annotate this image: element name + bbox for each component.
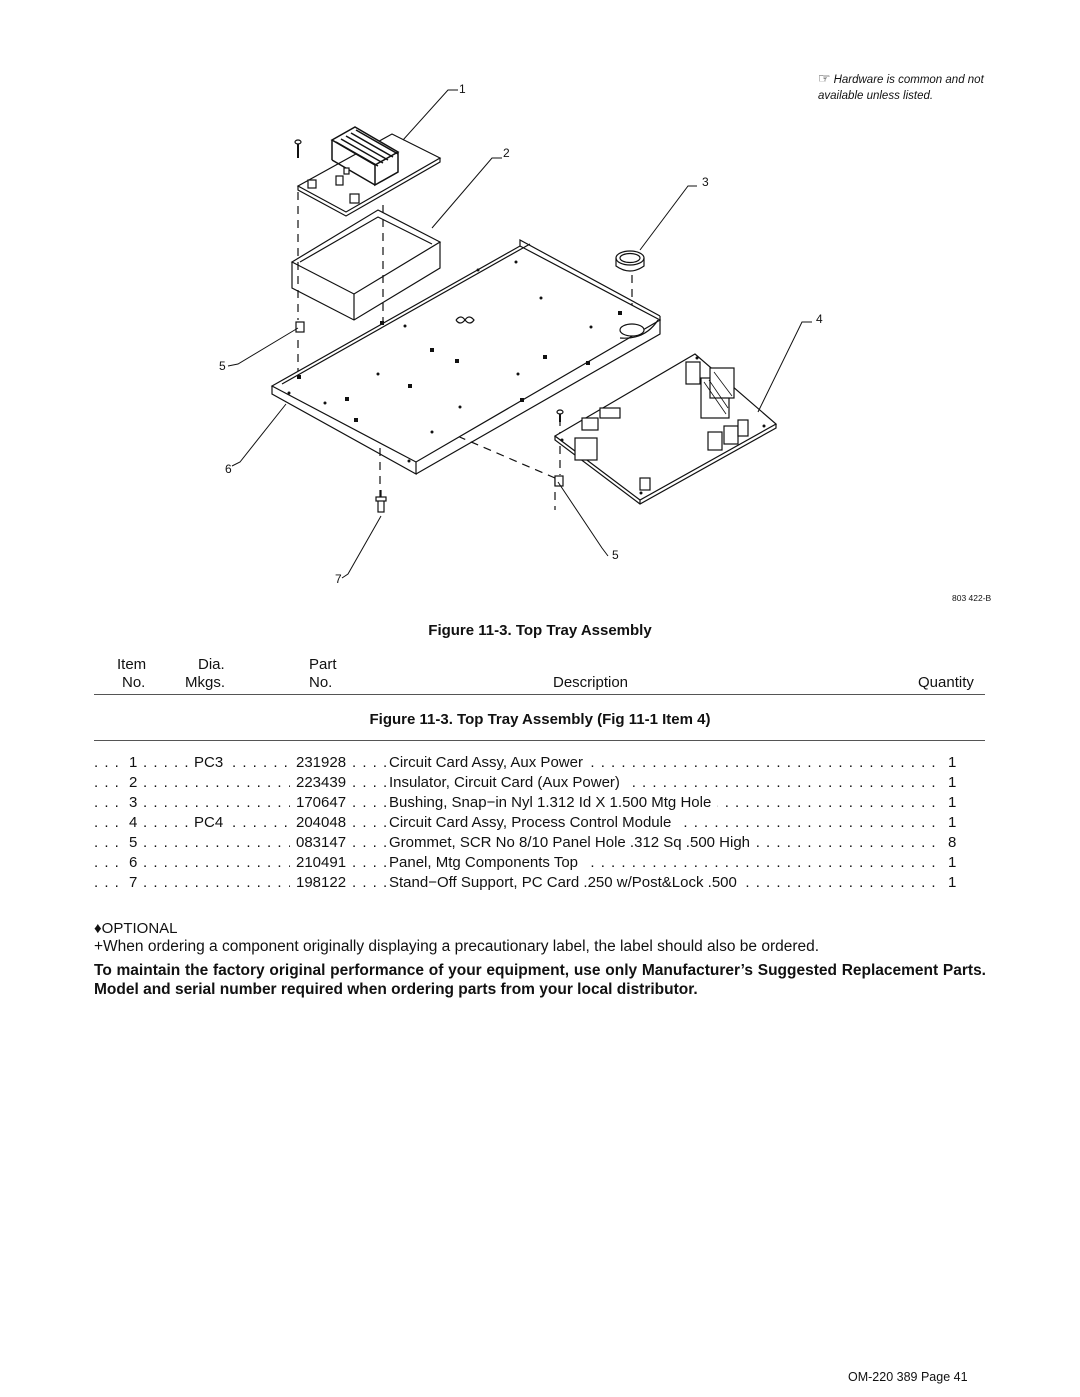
quantity: 1 <box>948 794 957 811</box>
table-row: . . . . . . . . . . . . . . . . . . . . … <box>94 833 986 853</box>
page-footer: OM-220 389 Page 41 <box>848 1370 968 1384</box>
header-rule <box>94 694 985 695</box>
description: Insulator, Circuit Card (Aux Power) <box>389 773 626 793</box>
item-number: 4 <box>129 814 138 831</box>
header-quantity: Quantity <box>918 674 974 691</box>
callout-6: 6 <box>225 462 232 476</box>
leader-dots: . . . . . . . . . . . . . . . . . . . . … <box>352 814 386 831</box>
leader-dots: . . . . . . . . . . . . . . . . . . . . … <box>352 794 386 811</box>
table-row: . . . . . . . . . . . . . . . . . . . . … <box>94 853 986 873</box>
leader-dots: . . . . . . . . . . . . . . . . . . . . … <box>94 814 126 831</box>
callout-5-right: 5 <box>612 548 619 562</box>
table-row: . . . . . . . . . . . . . . . . . . . . … <box>94 793 986 813</box>
part-number: 210491 <box>296 854 347 871</box>
description: Grommet, SCR No 8/10 Panel Hole .312 Sq … <box>389 833 757 853</box>
callout-5-left: 5 <box>219 359 226 373</box>
part-number: 198122 <box>296 874 347 891</box>
quantity: 1 <box>948 854 957 871</box>
description: Circuit Card Assy, Aux Power <box>389 753 589 773</box>
leader-dots: . . . . . . . . . . . . . . . . . . . . … <box>94 834 126 851</box>
part-number: 083147 <box>296 834 347 851</box>
leader-dots: . . . . . . . . . . . . . . . . . . . . … <box>143 854 290 871</box>
standoff-drawing <box>375 490 387 513</box>
leader-dots: . . . . . . . . . . . . . . . . . . . . … <box>143 794 290 811</box>
exploded-view-drawing <box>227 89 812 579</box>
bushing-drawing <box>615 250 645 272</box>
tray-panel-drawing <box>270 238 662 476</box>
circuit-card-process-control-drawing <box>553 353 778 505</box>
drawing-number: 803 422-B <box>952 593 992 603</box>
maintain-note: To maintain the factory original perform… <box>94 962 986 998</box>
callout-4: 4 <box>816 312 823 326</box>
item-number: 1 <box>129 754 138 771</box>
label-note: +When ordering a component originally di… <box>94 938 820 955</box>
pointing-hand-icon: ☞ <box>818 70 831 86</box>
figure-title: Figure 11-3. Top Tray Assembly <box>428 622 652 639</box>
table-row: . . . . . . . . . . . . . . . . . . . . … <box>94 753 986 773</box>
callout-3: 3 <box>702 175 709 189</box>
item-number: 5 <box>129 834 138 851</box>
leader-dots: . . . . . . . . . . . . . . . . . . . . … <box>143 754 191 771</box>
item-number: 3 <box>129 794 138 811</box>
description: Stand−Off Support, PC Card .250 w/Post&L… <box>389 873 743 893</box>
table-row: . . . . . . . . . . . . . . . . . . . . … <box>94 873 986 893</box>
header-dia: Dia. Mkgs. <box>185 656 226 691</box>
table-row: . . . . . . . . . . . . . . . . . . . . … <box>94 773 986 793</box>
part-number: 231928 <box>296 754 347 771</box>
leader-dots: . . . . . . . . . . . . . . . . . . . . … <box>352 874 386 891</box>
leader-dots: . . . . . . . . . . . . . . . . . . . . … <box>143 774 290 791</box>
hardware-note: ☞Hardware is common and not available un… <box>818 70 1018 104</box>
dia-marking: PC4 <box>194 814 224 831</box>
leader-dots: . . . . . . . . . . . . . . . . . . . . … <box>232 814 290 831</box>
hardware-note-text: Hardware is common and not available unl… <box>818 74 984 102</box>
leader-dots: . . . . . . . . . . . . . . . . . . . . … <box>143 834 290 851</box>
quantity: 1 <box>948 814 957 831</box>
leader-dots: . . . . . . . . . . . . . . . . . . . . … <box>94 754 126 771</box>
table-row: . . . . . . . . . . . . . . . . . . . . … <box>94 813 986 833</box>
callout-2: 2 <box>503 146 510 160</box>
leader-dots: . . . . . . . . . . . . . . . . . . . . … <box>352 834 386 851</box>
leader-dots: . . . . . . . . . . . . . . . . . . . . … <box>94 854 126 871</box>
optional-label: ♦OPTIONAL <box>94 920 178 937</box>
header-description: Description <box>553 674 629 691</box>
description: Circuit Card Assy, Process Control Modul… <box>389 813 678 833</box>
quantity: 1 <box>948 754 957 771</box>
leader-dots: . . . . . . . . . . . . . . . . . . . . … <box>232 754 290 771</box>
leader-dots: . . . . . . . . . . . . . . . . . . . . … <box>143 874 290 891</box>
callout-7: 7 <box>335 572 342 586</box>
part-number: 204048 <box>296 814 347 831</box>
quantity: 1 <box>948 774 957 791</box>
callout-leaders <box>227 89 812 579</box>
item-number: 7 <box>129 874 138 891</box>
description: Panel, Mtg Components Top <box>389 853 585 873</box>
insulator-drawing <box>290 209 442 321</box>
part-number: 170647 <box>296 794 347 811</box>
item-number: 6 <box>129 854 138 871</box>
quantity: 1 <box>948 874 957 891</box>
description: Bushing, Snap−in Nyl 1.312 Id X 1.500 Mt… <box>389 793 718 813</box>
header-part: Part No. <box>309 656 337 691</box>
circuit-card-aux-power-drawing <box>294 126 442 217</box>
section-title: Figure 11-3. Top Tray Assembly (Fig 11-1… <box>369 711 711 728</box>
leader-dots: . . . . . . . . . . . . . . . . . . . . … <box>352 854 386 871</box>
part-number: 223439 <box>296 774 347 791</box>
leader-dots: . . . . . . . . . . . . . . . . . . . . … <box>94 774 126 791</box>
grommet-drawing <box>295 321 564 487</box>
leader-dots: . . . . . . . . . . . . . . . . . . . . … <box>352 754 386 771</box>
callout-1: 1 <box>459 82 466 96</box>
quantity: 8 <box>948 834 957 851</box>
dia-marking: PC3 <box>194 754 224 771</box>
header-item: Item No. <box>117 656 147 691</box>
section-rule <box>94 740 985 741</box>
leader-dots: . . . . . . . . . . . . . . . . . . . . … <box>94 874 126 891</box>
item-number: 2 <box>129 774 138 791</box>
leader-dots: . . . . . . . . . . . . . . . . . . . . … <box>143 814 191 831</box>
leader-dots: . . . . . . . . . . . . . . . . . . . . … <box>352 774 386 791</box>
leader-dots: . . . . . . . . . . . . . . . . . . . . … <box>94 794 126 811</box>
